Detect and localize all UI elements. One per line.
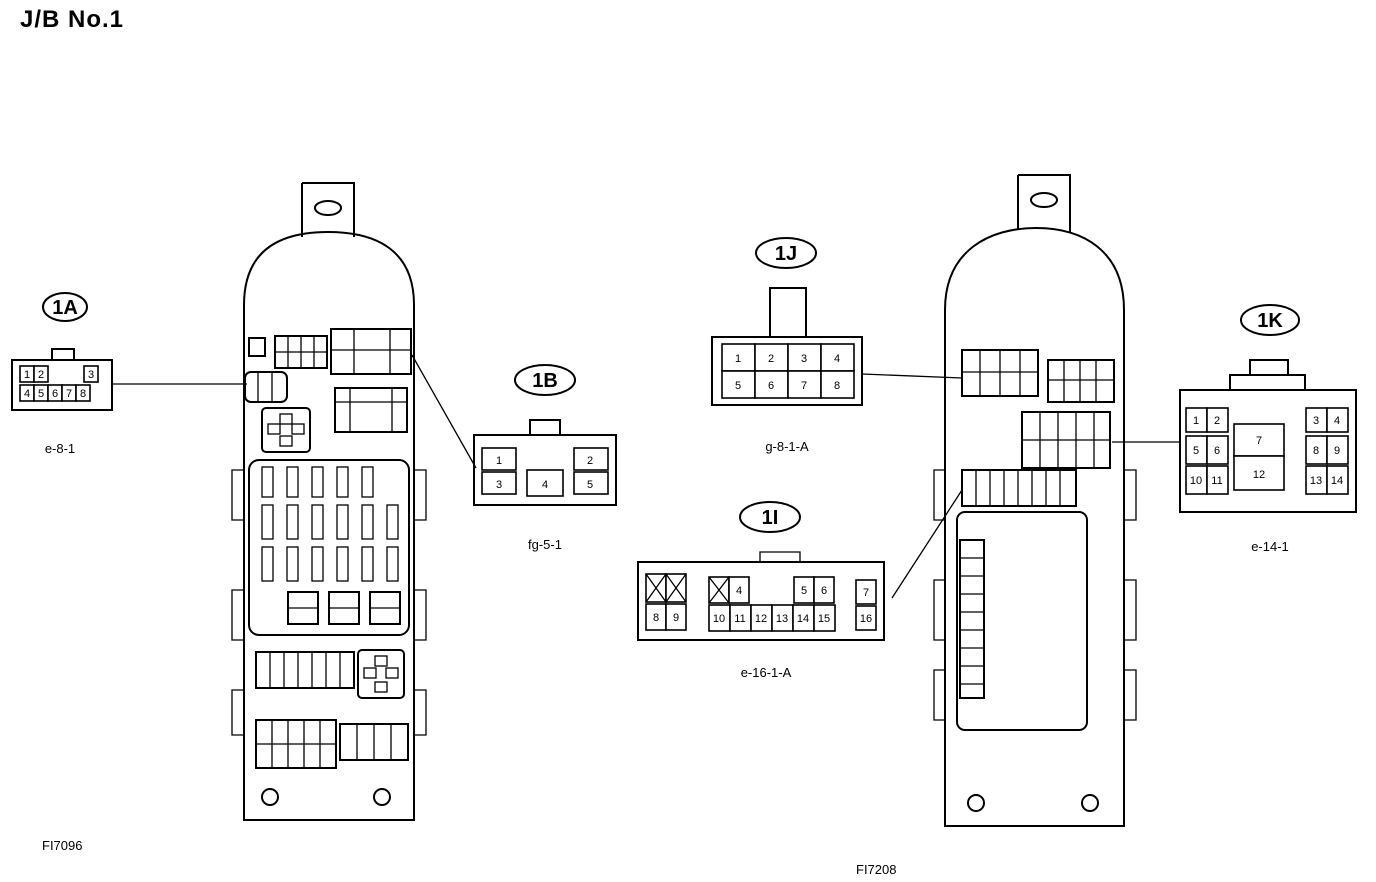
pin-1I-9: 9 [673, 612, 679, 624]
pin-1K-12: 12 [1253, 469, 1265, 481]
pin-1J-2: 2 [768, 353, 774, 365]
pin-1I-15: 15 [818, 613, 830, 625]
pin-1A-3: 3 [88, 369, 94, 381]
pin-1K-13: 13 [1310, 475, 1322, 487]
connector-1I: 1I 8 9 4 5 6 10 11 12 13 14 15 7 16 e-16… [637, 501, 885, 680]
leader-line-1I [891, 489, 963, 599]
pin-1J-8: 8 [834, 380, 840, 392]
pin-1I-5: 5 [801, 585, 807, 597]
connector-1I-tag: 1I [762, 507, 779, 529]
pin-1J-4: 4 [834, 353, 840, 365]
pin-1K-3: 3 [1313, 415, 1319, 427]
pin-1A-4: 4 [24, 388, 30, 400]
pin-1B-2: 2 [587, 455, 593, 467]
pin-1A-5: 5 [38, 388, 44, 400]
pin-1K-5: 5 [1193, 445, 1199, 457]
pin-1B-4: 4 [542, 479, 548, 491]
pin-1B-5: 5 [587, 479, 593, 491]
pin-1K-1: 1 [1193, 415, 1199, 427]
pin-1J-3: 3 [801, 353, 807, 365]
page-title: J/B No.1 [20, 6, 125, 33]
pin-1I-16: 16 [860, 613, 872, 625]
pin-1A-7: 7 [66, 388, 72, 400]
pin-1I-8: 8 [653, 612, 659, 624]
connector-1B: 1B 1 2 3 4 5 fg-5-1 [473, 364, 617, 552]
connector-1A: 1A 1 2 3 4 5 6 7 8 e-8-1 [11, 292, 113, 456]
pin-1K-4: 4 [1334, 415, 1340, 427]
pin-1K-10: 10 [1190, 475, 1202, 487]
pin-1I-4: 4 [736, 585, 742, 597]
pin-1A-2: 2 [38, 369, 44, 381]
connector-1A-code: e-8-1 [45, 441, 75, 456]
pin-1K-8: 8 [1313, 445, 1319, 457]
pin-1J-1: 1 [735, 353, 741, 365]
connector-1B-code: fg-5-1 [528, 537, 562, 552]
pin-1A-8: 8 [80, 388, 86, 400]
pin-1I-11: 11 [734, 613, 745, 625]
pin-1J-6: 6 [768, 380, 774, 392]
pin-1I-13: 13 [776, 613, 788, 625]
pin-1I-10: 10 [713, 613, 725, 625]
connector-1J-tag: 1J [775, 243, 797, 265]
connector-1B-tag: 1B [532, 370, 558, 392]
pin-1B-3: 3 [496, 479, 502, 491]
pin-1K-2: 2 [1214, 415, 1220, 427]
connector-1K-tag: 1K [1257, 310, 1283, 332]
connector-1I-code: e-16-1-A [741, 665, 792, 680]
connector-1A-tag: 1A [52, 297, 78, 319]
pin-1I-6: 6 [821, 585, 827, 597]
pin-1K-7: 7 [1256, 435, 1262, 447]
leader-line-1J [861, 373, 963, 379]
right-junction-block [933, 174, 1137, 827]
pin-1I-12: 12 [755, 613, 767, 625]
figure-code-right: FI7208 [856, 862, 897, 877]
pin-1J-7: 7 [801, 380, 807, 392]
pin-1K-14: 14 [1331, 475, 1343, 487]
pin-1K-6: 6 [1214, 445, 1220, 457]
pin-1K-9: 9 [1334, 445, 1340, 457]
figure-code-left: FI7096 [42, 838, 83, 853]
pin-1A-6: 6 [52, 388, 58, 400]
pin-1A-1: 1 [24, 369, 30, 381]
pin-1I-14: 14 [797, 613, 809, 625]
connector-1K: 1K 1 2 3 4 5 6 7 8 9 10 11 12 13 14 e-14… [1179, 304, 1357, 554]
connector-1J: 1J 1 2 3 4 5 6 7 8 g-8-1-A [711, 237, 863, 454]
leader-line-1B [411, 354, 477, 469]
connector-1J-code: g-8-1-A [765, 439, 809, 454]
pin-1I-7: 7 [863, 587, 869, 599]
pin-1K-11: 11 [1211, 475, 1222, 487]
pin-1J-5: 5 [735, 380, 741, 392]
connector-1K-code: e-14-1 [1251, 539, 1289, 554]
fuse-array [261, 466, 401, 625]
pin-1B-1: 1 [496, 455, 502, 467]
left-junction-block [231, 182, 427, 821]
